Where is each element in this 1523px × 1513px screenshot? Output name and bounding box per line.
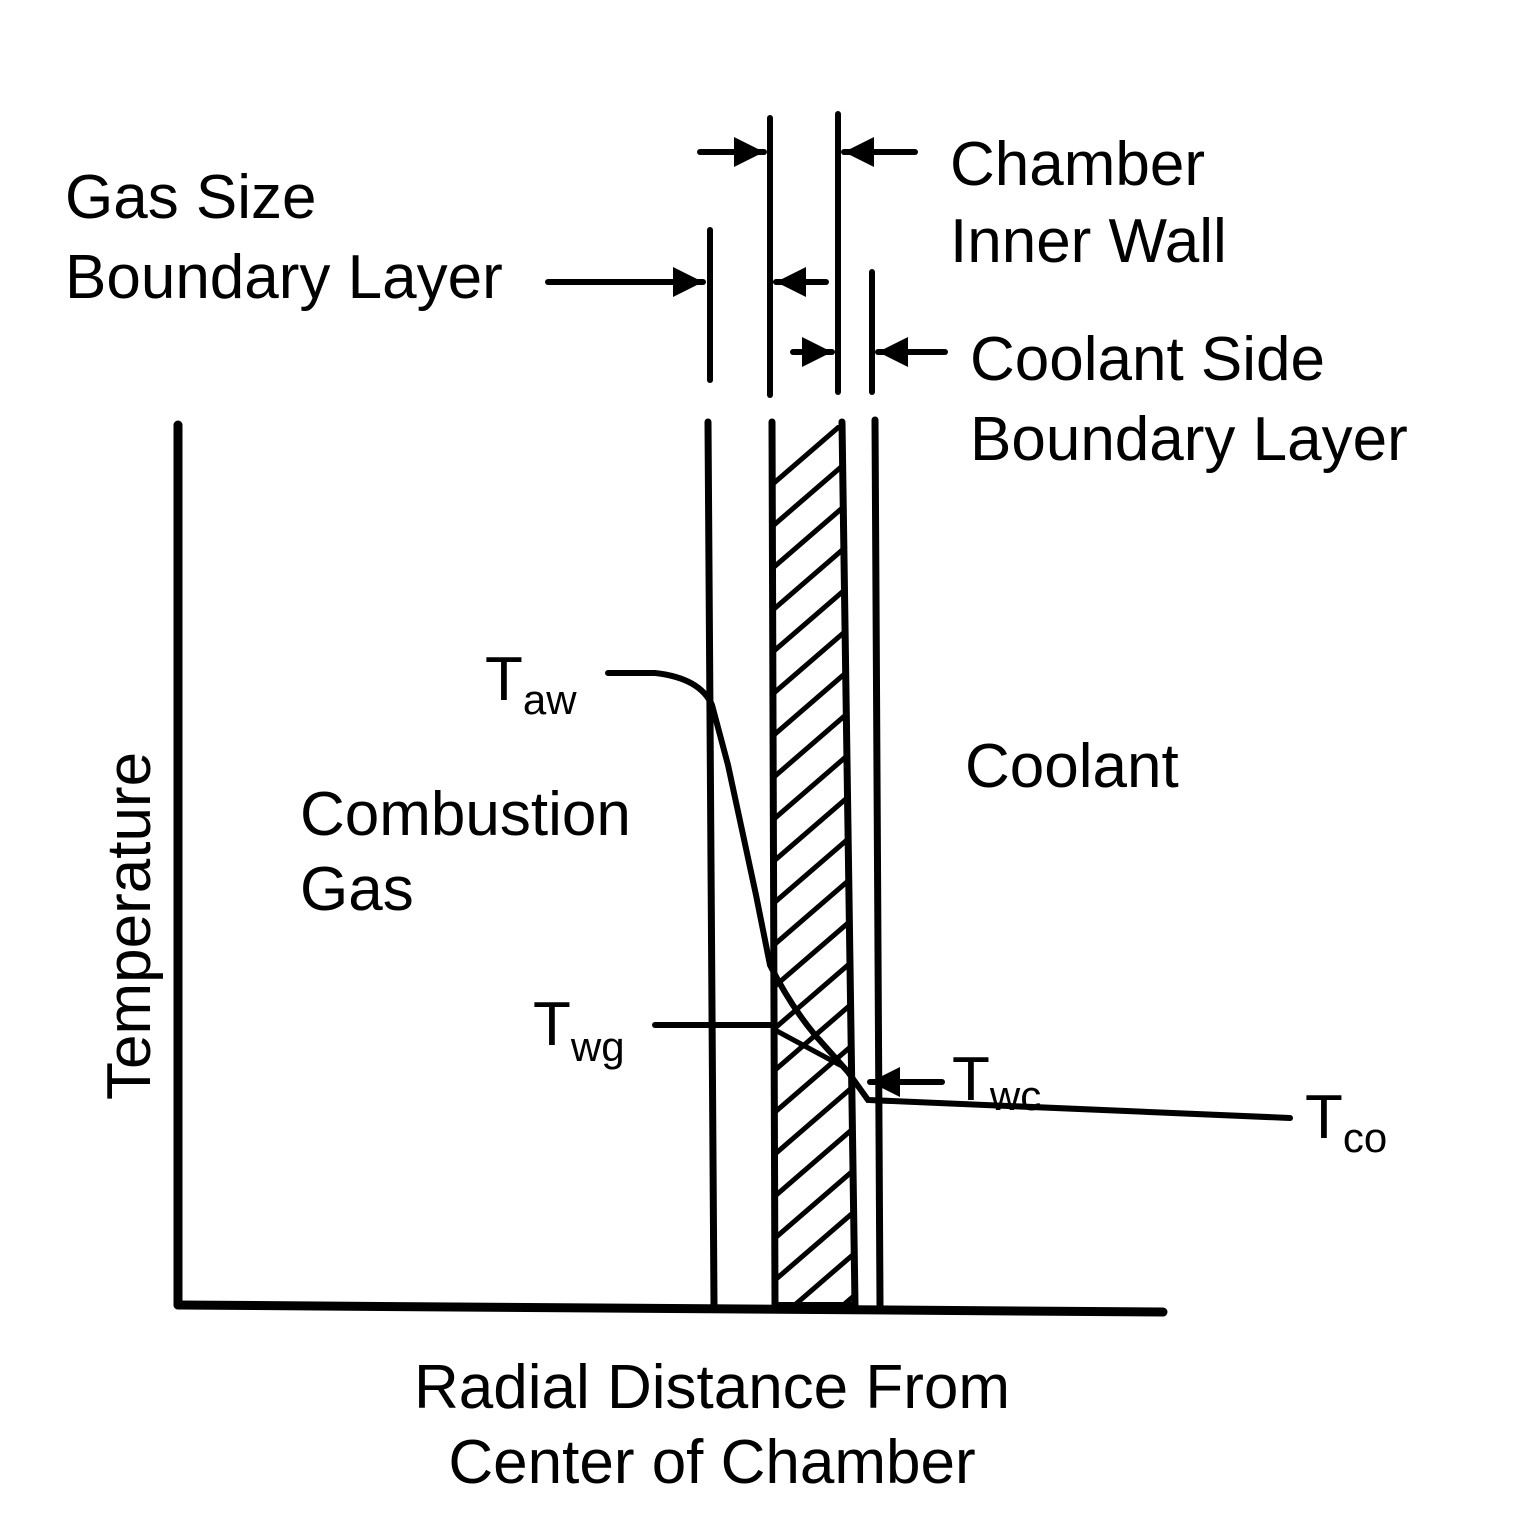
t-wg-label: Twg: [533, 990, 625, 1070]
hatch-line: [772, 440, 855, 539]
hatch-line: [772, 1154, 855, 1253]
hatch-line: [772, 608, 855, 707]
chamber-wall-label-line2: Inner Wall: [950, 207, 1227, 276]
t-wc-label: Twc: [952, 1045, 1041, 1119]
combustion-gas-label-line2: Gas: [300, 855, 414, 924]
x-axis-line: [173, 1300, 1168, 1317]
hatch-line: [772, 566, 855, 665]
coolant-side-label-line1: Coolant Side: [970, 325, 1325, 394]
coolant-side-label-line2: Boundary Layer: [970, 405, 1408, 474]
hatch-line: [772, 1112, 855, 1211]
x-axis-label-line1: Radial Distance From: [414, 1353, 1010, 1422]
coolant-boundary-line: [871, 416, 884, 1309]
twg-hatch-cross: [772, 1027, 843, 1068]
t-aw-label: Taw: [485, 645, 577, 723]
temperature-profile-curve: [605, 670, 1293, 1121]
hatch-line: [772, 482, 855, 581]
gas-side-label-line2: Boundary Layer: [65, 243, 503, 312]
x-axis-label-line2: Center of Chamber: [448, 1428, 975, 1497]
hatch-line: [772, 1280, 855, 1310]
hatch-line: [772, 1196, 855, 1295]
coolant-label: Coolant: [965, 732, 1179, 801]
y-axis-label: Temperature: [95, 752, 164, 1100]
gas-side-label-line1: Gas Size: [65, 163, 317, 232]
hatch-line: [772, 425, 855, 497]
hatch-line: [772, 650, 855, 749]
hatch-line: [772, 1238, 855, 1310]
combustion-gas-label-line1: Combustion: [300, 780, 631, 849]
chamber-wall-label-line1: Chamber: [950, 130, 1205, 199]
hatch-line: [772, 1070, 855, 1169]
hatch-line: [772, 524, 855, 623]
t-co-label: Tco: [1305, 1083, 1387, 1161]
gas-boundary-line: [704, 418, 718, 1309]
wall-outer-line: [838, 418, 859, 1309]
